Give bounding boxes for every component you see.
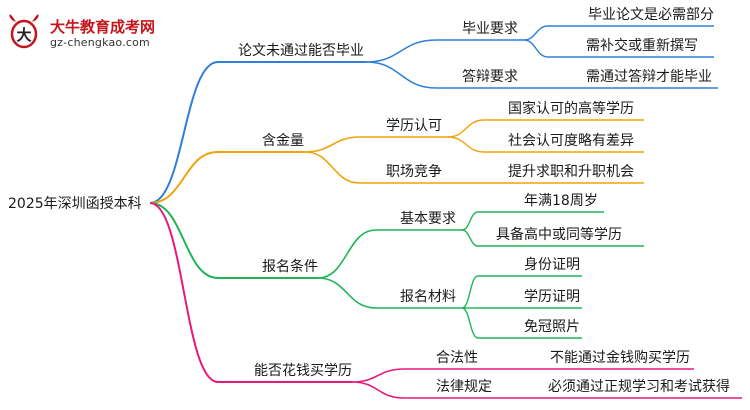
- leaf-connector: [461, 229, 479, 247]
- leaf-label[interactable]: 年满18周岁: [524, 193, 598, 209]
- sub-branch-label[interactable]: 答辩要求: [462, 68, 518, 85]
- branch-label[interactable]: 报名条件: [262, 258, 318, 275]
- leaf-label[interactable]: 不能通过金钱购买学历: [550, 350, 690, 366]
- branch-label[interactable]: 含金量: [262, 133, 304, 149]
- leaf-label[interactable]: 需补交或重新撰写: [586, 37, 698, 54]
- logo-url: gz-chengkao.com: [50, 36, 150, 49]
- sub-branch-label[interactable]: 毕业要求: [462, 21, 518, 37]
- sub-branch-label[interactable]: 法律规定: [436, 379, 492, 395]
- branch-connector: [149, 202, 219, 383]
- branch-connector: [149, 151, 219, 204]
- sub-branch-connector: [351, 381, 405, 399]
- sub-branch-connector: [304, 136, 361, 153]
- leaf-connector: [447, 136, 485, 153]
- sub-branch-label[interactable]: 学历认可: [386, 118, 442, 134]
- sub-branch-label[interactable]: 报名材料: [400, 289, 456, 305]
- branch-connector: [149, 61, 219, 204]
- leaf-connector: [523, 25, 549, 41]
- sub-branch-connector: [365, 39, 437, 63]
- branch-label[interactable]: 论文未通过能否毕业: [238, 43, 364, 59]
- site-logo[interactable]: 大 大牛教育成考网 gz-chengkao.com: [6, 14, 176, 52]
- leaf-label[interactable]: 毕业论文是必需部分: [588, 7, 714, 23]
- sub-branch-connector: [317, 277, 377, 309]
- leaf-connector: [447, 119, 485, 138]
- leaf-connector: [461, 275, 479, 309]
- sub-branch-connector: [365, 61, 437, 89]
- sub-branch-connector: [351, 368, 405, 383]
- leaf-label[interactable]: 具备高中或同等学历: [496, 226, 622, 243]
- bull-logo-icon: 大: [9, 14, 39, 49]
- branch-connector: [149, 202, 219, 279]
- leaf-label[interactable]: 学历证明: [524, 289, 580, 305]
- leaf-label[interactable]: 身份证明: [524, 257, 580, 273]
- leaf-connector: [523, 39, 549, 58]
- leaf-label[interactable]: 提升求职和升职机会: [508, 164, 634, 180]
- leaf-connector: [461, 307, 479, 339]
- svg-text:大: 大: [16, 26, 31, 44]
- root-node-label[interactable]: 2025年深圳函授本科: [8, 196, 142, 212]
- logo-title: 大牛教育成考网: [50, 18, 156, 36]
- leaf-label[interactable]: 免冠照片: [524, 319, 580, 335]
- sub-branch-connector: [304, 151, 361, 184]
- branch-label[interactable]: 能否花钱买学历: [254, 363, 352, 379]
- leaf-connector: [461, 211, 479, 231]
- leaf-label[interactable]: 社会认可度略有差异: [508, 133, 634, 149]
- sub-branch-connector: [317, 229, 377, 279]
- leaf-label[interactable]: 需通过答辩才能毕业: [586, 68, 712, 85]
- sub-branch-label[interactable]: 合法性: [436, 350, 478, 366]
- leaf-label[interactable]: 必须通过正规学习和考试获得: [548, 378, 730, 395]
- sub-branch-label[interactable]: 职场竞争: [386, 163, 442, 180]
- sub-branch-label[interactable]: 基本要求: [400, 210, 456, 227]
- leaf-label[interactable]: 国家认可的高等学历: [508, 100, 634, 117]
